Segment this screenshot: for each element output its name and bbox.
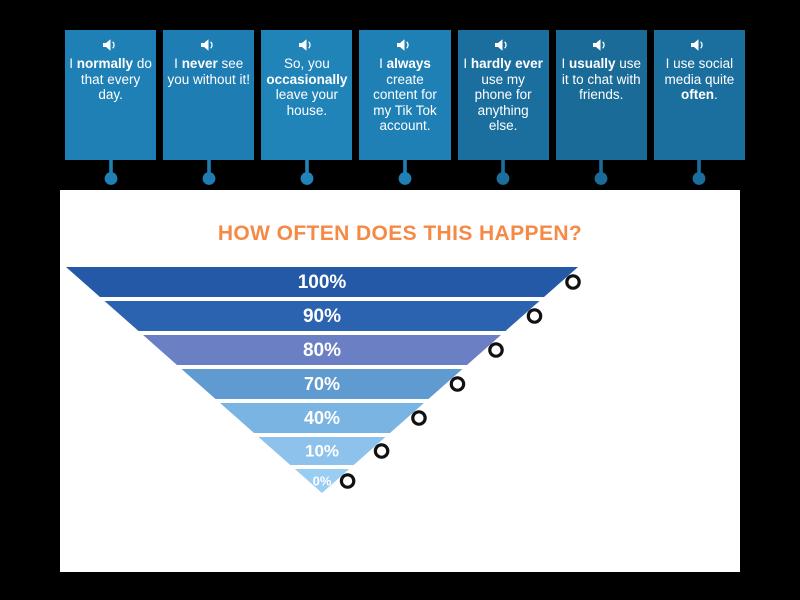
prompt-card[interactable]: I normally do that every day. bbox=[65, 30, 157, 185]
prompt-card-text: I hardly ever use my phone for anything … bbox=[463, 56, 543, 133]
speaker-icon bbox=[102, 39, 115, 51]
funnel-segment-label: 100% bbox=[298, 272, 347, 293]
card-pin-connector bbox=[300, 160, 314, 185]
prompt-card[interactable]: So, you occasionally leave your house. bbox=[261, 30, 353, 185]
funnel-segment-label: 0% bbox=[313, 473, 332, 488]
funnel-segment-label: 80% bbox=[303, 340, 341, 361]
funnel-drop-target[interactable] bbox=[339, 473, 356, 489]
prompt-card[interactable]: I usually use it to chat with friends. bbox=[555, 30, 647, 185]
card-pin-connector bbox=[693, 160, 706, 185]
funnel-drop-target[interactable] bbox=[565, 274, 581, 290]
funnel-drop-target[interactable] bbox=[526, 308, 543, 324]
funnel-segment[interactable] bbox=[181, 369, 463, 399]
card-pin-connector bbox=[496, 160, 510, 185]
funnel-segment[interactable] bbox=[104, 301, 540, 331]
funnel-svg: 100% 90% 80% 70% 40% 10% 0% bbox=[66, 267, 581, 493]
prompt-card[interactable]: I never see you without it! bbox=[163, 30, 255, 185]
speaker-icon bbox=[396, 39, 409, 51]
prompt-cards-strip: I normally do that every day. I never see… bbox=[65, 30, 745, 185]
speaker-icon bbox=[691, 39, 704, 51]
funnel-segment[interactable] bbox=[294, 469, 350, 493]
card-pin-connector bbox=[594, 160, 608, 185]
funnel-segment[interactable] bbox=[220, 403, 424, 433]
prompt-card-text: I use social media quite often. bbox=[664, 56, 735, 102]
funnel-drop-target[interactable] bbox=[411, 410, 427, 426]
prompt-card-text: So, you occasionally leave your house. bbox=[266, 56, 348, 118]
card-pin-connector bbox=[104, 160, 117, 185]
funnel-segment-label: 90% bbox=[303, 306, 341, 327]
funnel-segment[interactable] bbox=[258, 437, 386, 465]
speaker-icon bbox=[495, 39, 507, 51]
card-pin-connector bbox=[202, 160, 216, 185]
prompt-card-text: I never see you without it! bbox=[167, 56, 250, 87]
funnel-segment-label: 40% bbox=[304, 408, 340, 428]
funnel-panel: HOW OFTEN DOES THIS HAPPEN? 100% 90% 80% 70… bbox=[60, 190, 740, 572]
funnel-segment-label: 10% bbox=[305, 441, 339, 460]
funnel-drop-target[interactable] bbox=[488, 342, 504, 358]
funnel-segment-label: 70% bbox=[304, 374, 340, 394]
funnel-chart: 100% 90% 80% 70% 40% 10% 0% bbox=[60, 265, 740, 535]
prompt-card[interactable]: I always create content for my Tik Tok a… bbox=[359, 30, 451, 185]
prompt-card-text: I normally do that every day. bbox=[69, 56, 152, 102]
speaker-icon bbox=[298, 39, 311, 51]
funnel-drop-target[interactable] bbox=[373, 443, 390, 459]
prompt-card-text: I always create content for my Tik Tok a… bbox=[373, 56, 437, 133]
page-title: HOW OFTEN DOES THIS HAPPEN? bbox=[217, 222, 583, 245]
funnel-drop-target[interactable] bbox=[449, 376, 466, 392]
speaker-icon bbox=[200, 39, 213, 51]
funnel-segment[interactable] bbox=[143, 335, 501, 365]
funnel-segment[interactable] bbox=[66, 267, 578, 297]
card-pin-connector bbox=[398, 160, 412, 185]
speaker-icon bbox=[593, 39, 605, 51]
prompt-card[interactable]: I hardly ever use my phone for anything … bbox=[457, 30, 549, 185]
prompt-card-text: I usually use it to chat with friends. bbox=[561, 56, 642, 102]
prompt-card[interactable]: I use social media quite often. bbox=[653, 30, 745, 185]
